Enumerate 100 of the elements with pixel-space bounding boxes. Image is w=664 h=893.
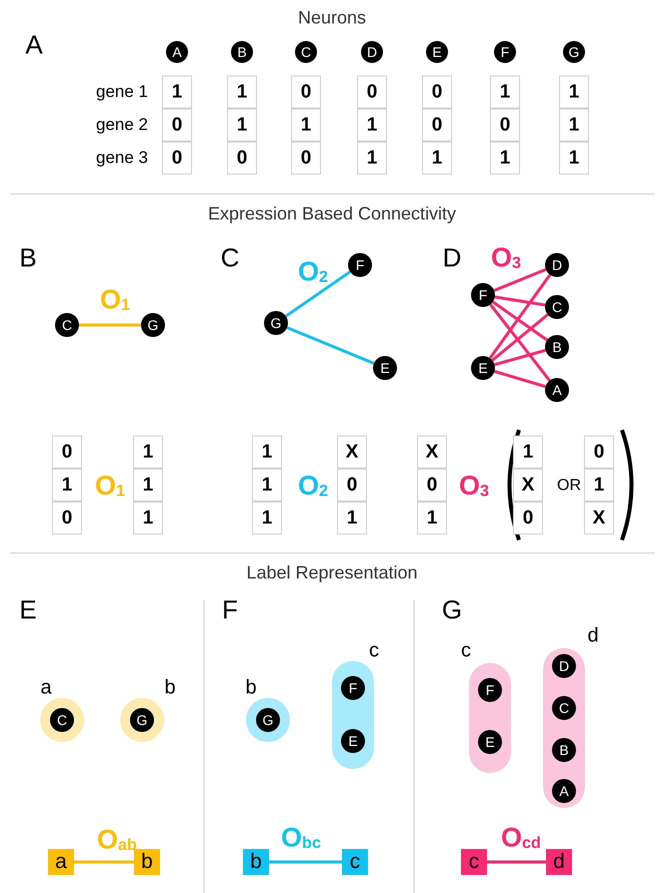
connector-line [492,300,548,342]
table-cell: 1 [584,468,614,502]
table-cell: X [584,502,614,534]
connector-line [489,304,551,382]
table-cell: 1 [559,76,589,108]
neuron-circle: E [426,41,448,63]
section-heading: Label Representation [246,562,418,584]
neuron-circle: F [494,41,516,63]
table-cell: 1 [357,142,387,174]
connector-line [494,268,546,292]
neuron-circle: G [256,708,280,732]
neuron-circle: G [130,708,154,732]
panel-letter: F [222,594,238,626]
neuron-circle: F [348,253,372,277]
panel-letter: G [442,594,462,626]
neuron-circle: C [295,41,317,63]
table-cell: 1 [252,502,282,534]
neuron-circle: A [552,779,576,803]
table-cell: 0 [417,468,447,502]
table-cell: 1 [252,468,282,502]
neuron-circle: F [471,283,495,307]
panel-letter: B [19,242,37,274]
or-text: OR [557,477,581,495]
table-cell: 0 [227,142,257,174]
label-square: b [134,849,160,875]
table-cell: 0 [291,142,321,174]
table-cell: 0 [52,436,82,468]
table-cell: 1 [133,502,163,534]
row-label: gene 1 [96,82,148,102]
table-cell: X [417,436,447,468]
neuron-circle: A [166,41,188,63]
table-cell: 1 [227,76,257,108]
connector-line [494,295,546,307]
neuron-circle: C [552,696,576,720]
panel-letter: D [442,242,462,274]
table-cell: 1 [490,76,520,108]
table-cell: 0 [291,76,321,108]
connector-line [285,270,351,318]
table-cell: 1 [490,142,520,174]
table-cell: 0 [422,76,452,108]
connector-line [491,313,549,362]
region-label: c [461,640,471,662]
region-label: b [164,676,176,700]
neuron-circle: F [341,676,365,700]
neuron-circle: B [545,335,569,359]
panel-letter: C [220,242,240,274]
edge-label: O$_{1}$ [100,286,130,314]
edge-label: O$_{3}$ [490,244,522,272]
table-cell: 1 [513,436,543,468]
label-halo [40,698,84,742]
neuron-circle: B [231,41,253,63]
edge-label: O$_{2}$ [298,258,328,286]
label-square: b [243,849,269,875]
connector-line [269,860,342,864]
table-cell: 1 [133,468,163,502]
table-cell: 0 [162,142,192,174]
region-label: a [40,676,52,700]
operator-label: O$_{1}$ [94,472,126,500]
neuron-circle: D [545,253,569,277]
neuron-circle: B [552,738,576,762]
table-cell: 0 [52,502,82,534]
table-cell: 1 [252,436,282,468]
table-cell: 0 [490,108,520,142]
neuron-circle: D [361,41,383,63]
table-cell: 1 [357,108,387,142]
neuron-circle: C [55,313,79,337]
edge-label: O$_{ab}$ [97,826,137,854]
neuron-circle: G [264,311,288,335]
edge-label: O$_{cd}$ [501,824,541,852]
table-cell: 1 [227,108,257,142]
panel-letter: E [19,594,37,626]
table-cell: 1 [337,502,367,534]
connector-line [488,274,552,360]
label-square: c [461,849,487,875]
neuron-circle: E [471,356,495,380]
label-square: a [48,849,74,875]
section-heading: Expression Based Connectivity [208,204,456,224]
label-halo [246,698,290,742]
neuron-circle: G [141,313,165,337]
row-label: gene 3 [96,148,148,168]
neuron-circle: C [545,295,569,319]
label-square: c [342,849,368,875]
table-cell: 1 [422,142,452,174]
table-cell: 1 [417,502,447,534]
edge-label: O$_{bc}$ [281,824,321,852]
neuron-circle: G [563,41,585,63]
connector-line [494,370,546,388]
operator-label: O$_{2}$ [298,472,328,500]
neuron-circle: F [478,678,502,702]
label-capsule [332,661,374,769]
table-cell: 0 [337,468,367,502]
table-cell: 0 [162,108,192,142]
connector-line [74,860,134,864]
connector-line [286,326,374,365]
neuron-circle: E [478,730,502,754]
table-cell: 0 [422,108,452,142]
section-heading: Neurons [298,8,366,28]
table-cell: 1 [162,76,192,108]
table-cell: 0 [357,76,387,108]
connector-line [79,324,141,326]
